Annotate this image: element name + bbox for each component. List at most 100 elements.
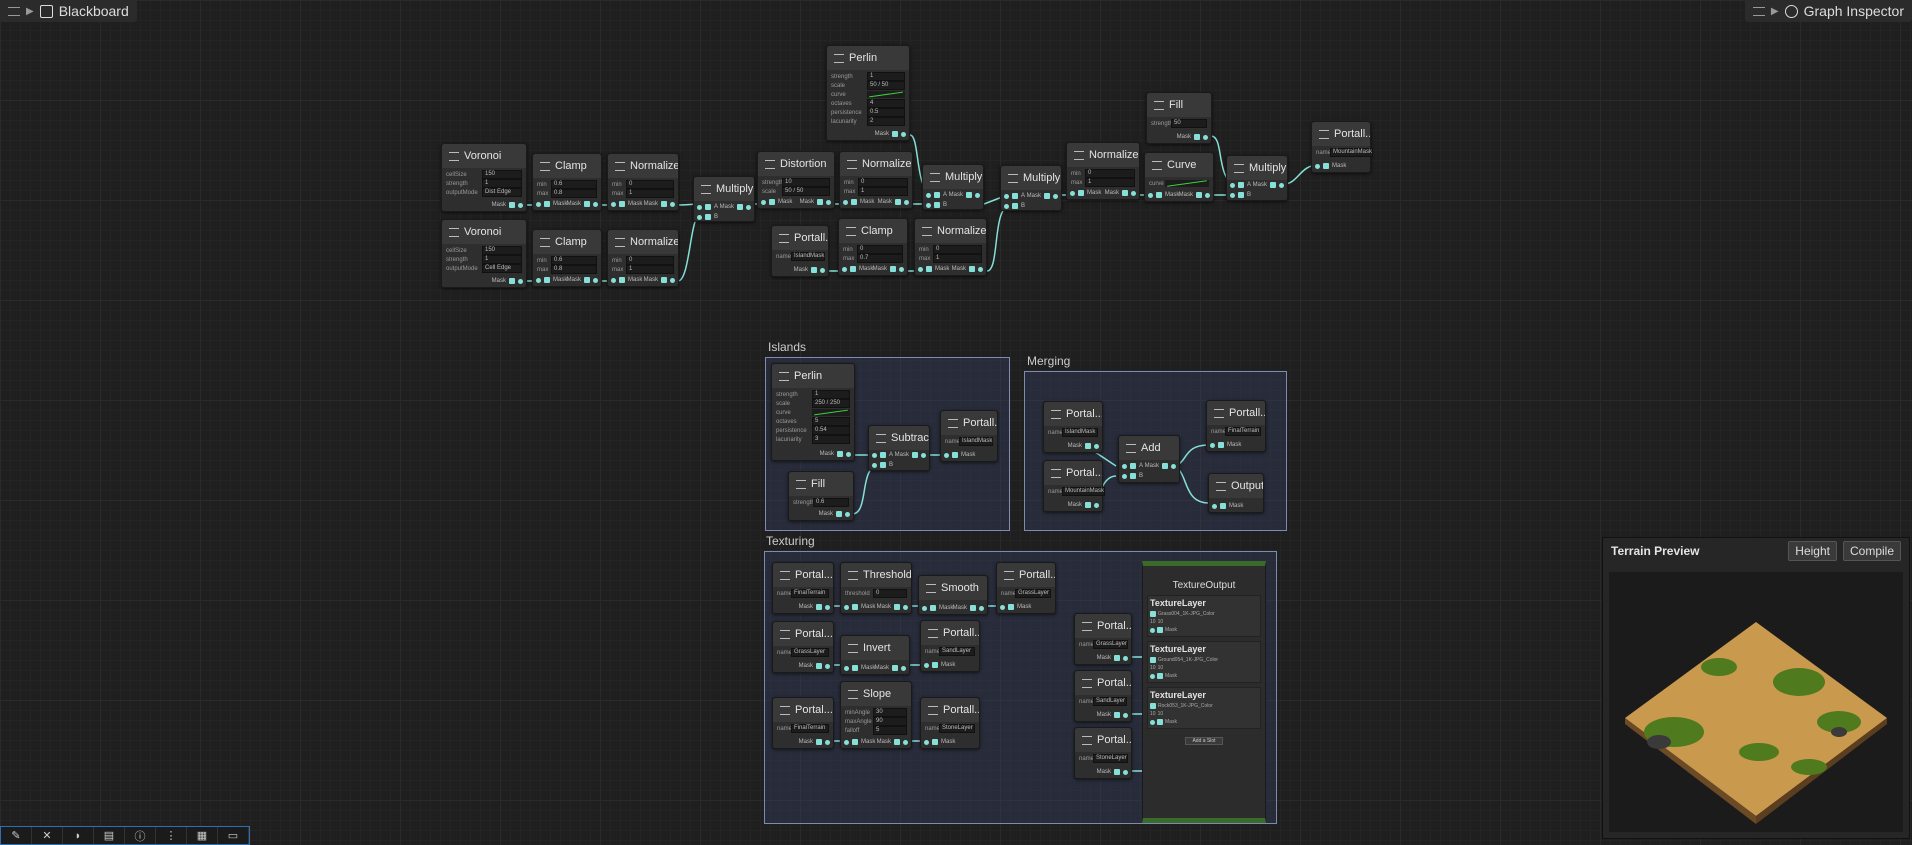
port-pin[interactable] bbox=[1123, 712, 1128, 718]
port-pin[interactable] bbox=[846, 451, 851, 457]
output-port[interactable]: Mask bbox=[1068, 443, 1099, 449]
port-pin[interactable] bbox=[611, 201, 616, 207]
tiling-x-field[interactable]: 10 bbox=[1150, 711, 1156, 717]
port-pin[interactable] bbox=[872, 452, 877, 458]
param-field[interactable]: 10 bbox=[782, 178, 830, 187]
port-pin[interactable] bbox=[1150, 627, 1155, 633]
input-port[interactable]: Mask bbox=[844, 739, 875, 745]
graph-inspector-button[interactable]: ▶ Graph Inspector bbox=[1744, 0, 1912, 22]
input-port-a[interactable]: A bbox=[872, 452, 893, 458]
param-field[interactable]: 50 / 50 bbox=[867, 81, 905, 90]
output-port[interactable]: Mask bbox=[1097, 712, 1128, 718]
port-pin[interactable] bbox=[1094, 443, 1099, 449]
port-pin[interactable] bbox=[1205, 192, 1210, 198]
port-pin[interactable] bbox=[921, 452, 926, 458]
output-port[interactable]: Mask bbox=[873, 266, 904, 272]
port-pin[interactable] bbox=[518, 202, 523, 208]
input-port[interactable]: Mask bbox=[611, 201, 642, 207]
port-pin[interactable] bbox=[924, 662, 929, 668]
subtract-node[interactable]: Subtract A B Mask bbox=[868, 425, 930, 471]
input-port-a[interactable]: A bbox=[1122, 463, 1143, 469]
port-pin[interactable] bbox=[1004, 193, 1009, 199]
param-field[interactable]: 0 bbox=[857, 245, 903, 254]
param-field[interactable]: 0 bbox=[858, 178, 908, 187]
param-field[interactable]: 150 bbox=[482, 246, 522, 255]
curve-field[interactable] bbox=[812, 409, 850, 416]
output-port[interactable]: Mask bbox=[949, 192, 980, 198]
port-pin[interactable] bbox=[1150, 719, 1155, 725]
port-pin[interactable] bbox=[825, 663, 830, 669]
port-pin[interactable] bbox=[825, 739, 830, 745]
param-field[interactable]: 0.5 bbox=[867, 108, 905, 117]
param-field[interactable]: IslandMask bbox=[791, 252, 826, 261]
blackboard-button[interactable]: ▶ Blackboard bbox=[0, 0, 137, 22]
input-port[interactable]: Mask bbox=[844, 665, 875, 671]
input-port[interactable]: Mask bbox=[1070, 190, 1101, 196]
port-pin[interactable] bbox=[1122, 473, 1127, 479]
param-field[interactable]: 1 bbox=[812, 390, 850, 399]
dropdown-field[interactable]: Dist Edge bbox=[482, 188, 522, 197]
port-pin[interactable] bbox=[1315, 163, 1320, 169]
input-port[interactable]: Mask bbox=[536, 201, 567, 207]
output-port[interactable]: Mask bbox=[1105, 190, 1136, 196]
param-field[interactable]: 2 bbox=[867, 117, 905, 126]
param-field[interactable]: MountainMask bbox=[1062, 487, 1106, 496]
param-field[interactable]: 1 bbox=[933, 254, 982, 263]
invert-node[interactable]: Invert Mask Mask bbox=[840, 635, 910, 675]
param-field[interactable]: StoneLayer bbox=[939, 724, 975, 733]
port-pin[interactable] bbox=[978, 266, 983, 272]
param-field[interactable]: 0.6 bbox=[813, 498, 849, 507]
dropdown-field[interactable]: Cell Edge bbox=[482, 264, 522, 273]
port-pin[interactable] bbox=[901, 665, 906, 671]
output-port[interactable]: Mask bbox=[952, 266, 983, 272]
port-pin[interactable] bbox=[918, 266, 923, 272]
tiling-y-field[interactable]: 10 bbox=[1157, 665, 1164, 671]
port-pin[interactable] bbox=[1203, 134, 1208, 140]
input-port[interactable]: Mask bbox=[918, 266, 949, 272]
input-port-b[interactable]: B bbox=[1004, 203, 1025, 209]
param-field[interactable]: 1 bbox=[482, 179, 522, 188]
param-field[interactable]: 0.6 bbox=[551, 180, 597, 189]
port-pin[interactable] bbox=[518, 278, 523, 284]
port-pin[interactable] bbox=[1053, 193, 1058, 199]
input-port[interactable]: Mask bbox=[843, 199, 874, 205]
pen-tool-button[interactable]: ✎ bbox=[1, 827, 32, 844]
port-pin[interactable] bbox=[1123, 769, 1128, 775]
multiply-node[interactable]: Multiply A B Mask bbox=[922, 164, 984, 210]
input-port-a[interactable]: A bbox=[697, 204, 718, 210]
output-port[interactable]: Mask bbox=[799, 739, 830, 745]
output-port[interactable]: Mask bbox=[492, 202, 523, 208]
input-port[interactable]: Mask bbox=[924, 739, 955, 745]
param-field[interactable]: 3 bbox=[812, 435, 850, 444]
param-field[interactable]: IslandMask bbox=[1062, 428, 1098, 437]
param-field[interactable]: 0 bbox=[1085, 169, 1135, 178]
multiply-node[interactable]: Multiply A B Mask bbox=[693, 176, 755, 222]
port-pin[interactable] bbox=[1230, 192, 1235, 198]
output-port[interactable]: Mask bbox=[492, 278, 523, 284]
port-pin[interactable] bbox=[979, 605, 984, 611]
input-port-b[interactable]: B bbox=[1122, 473, 1143, 479]
port-pin[interactable] bbox=[1210, 442, 1215, 448]
height-button[interactable]: Height bbox=[1788, 541, 1837, 561]
port-pin[interactable] bbox=[926, 202, 931, 208]
output-port[interactable]: Mask bbox=[953, 605, 984, 611]
port-pin[interactable] bbox=[1171, 463, 1176, 469]
input-port[interactable]: Mask bbox=[844, 604, 875, 610]
input-port-b[interactable]: B bbox=[872, 462, 893, 468]
curve-field[interactable] bbox=[867, 91, 905, 98]
output-port[interactable]: Mask bbox=[800, 199, 831, 205]
port-pin[interactable] bbox=[1000, 604, 1005, 610]
param-field[interactable]: 50 / 50 bbox=[782, 187, 830, 196]
port-pin[interactable] bbox=[1230, 182, 1235, 188]
texture-field[interactable]: Rock053_1K-JPG_Color bbox=[1158, 703, 1213, 709]
